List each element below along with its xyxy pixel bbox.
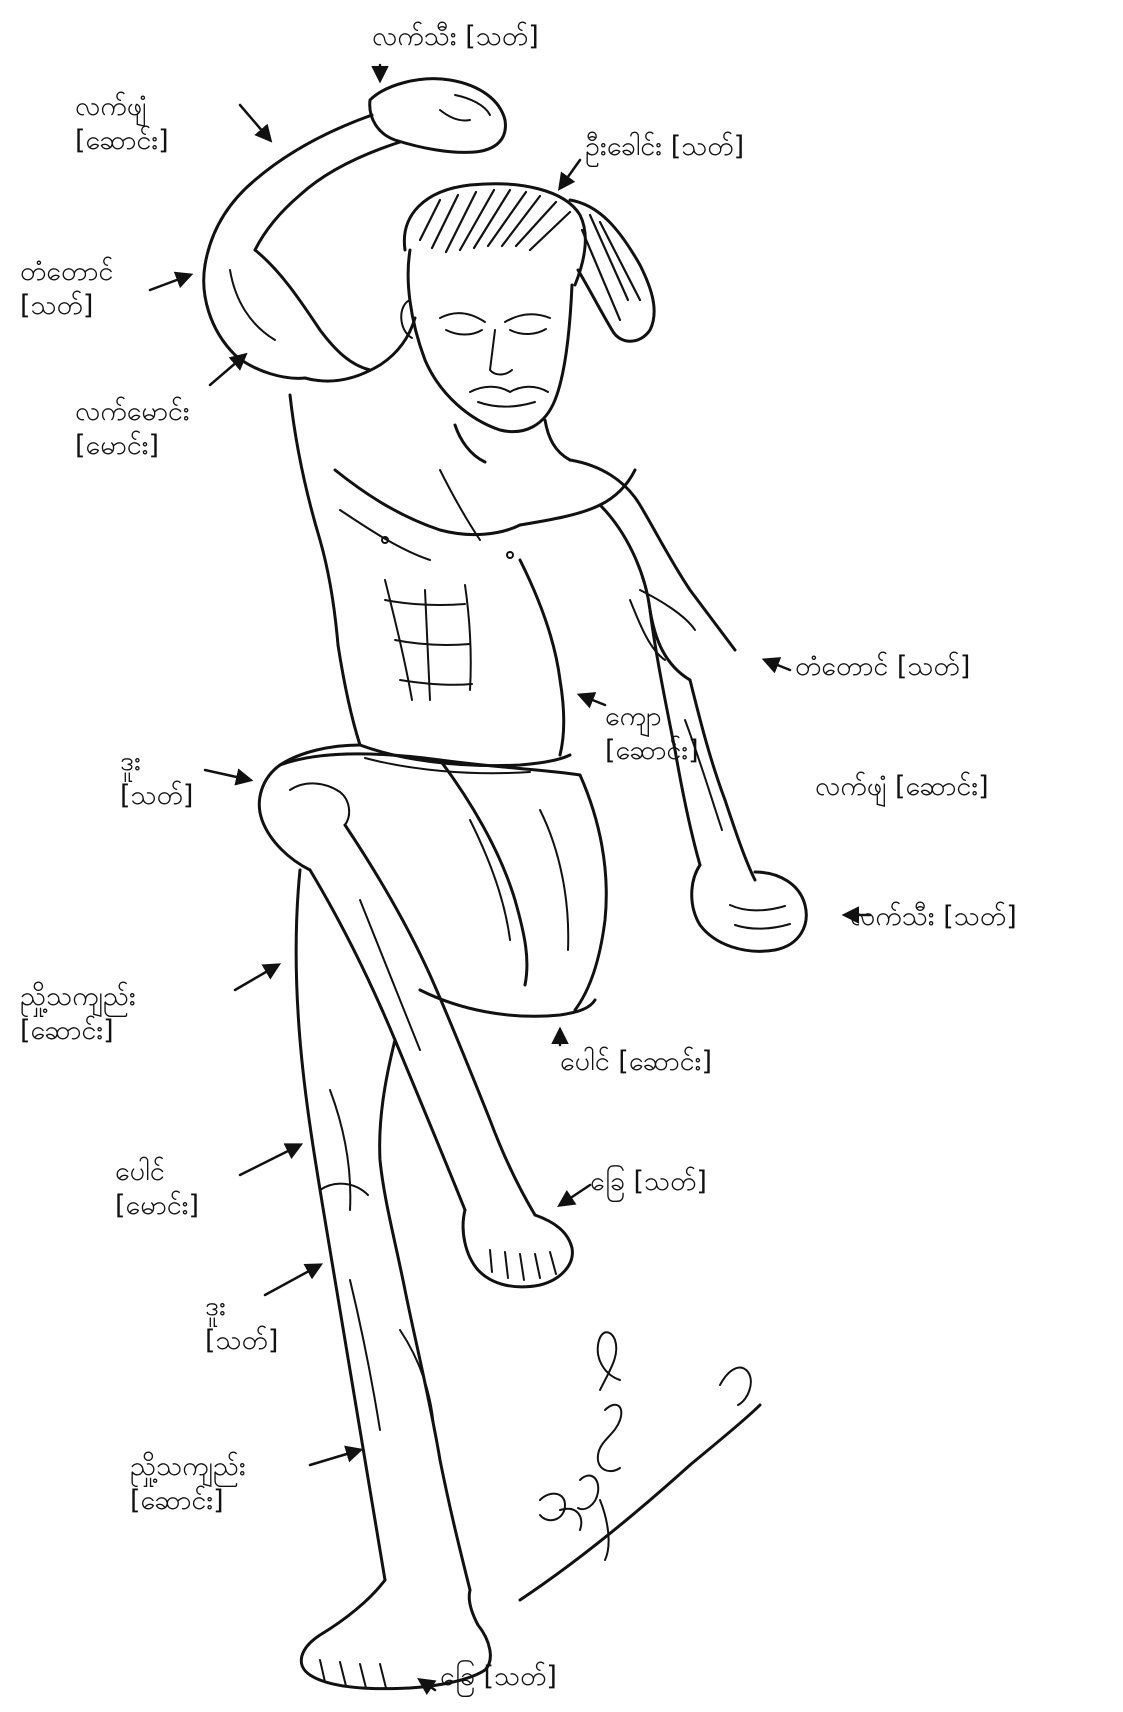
label-forearm-right: လက်ဖျံ [ဆောင်း] <box>815 770 989 804</box>
label-elbow-right: တံတောင် [သတ်] <box>795 650 970 684</box>
label-upper-arm-left: လက်မောင်း [မောင်း] <box>75 395 190 463</box>
label-shin-lower: ညှို့သကျည်း [ဆောင်း] <box>130 1450 246 1518</box>
head <box>401 184 654 432</box>
raised-leg <box>259 745 606 1287</box>
label-head: ဦးခေါင်း [သတ်] <box>585 130 744 164</box>
label-shin-upper: ညှို့သကျည်း [ဆောင်း] <box>20 980 136 1048</box>
label-fist-top: လက်သီး [သတ်] <box>372 20 539 54</box>
label-knee-left: ဒူး [သတ်] <box>120 745 193 813</box>
label-shoulder-left: တံတောင် [သတ်] <box>20 255 113 323</box>
label-foot-ground: ခြေ [သတ်] <box>440 1660 557 1694</box>
signature <box>520 1332 760 1600</box>
label-elbow-top: လက်ဖျံ [ဆောင်း] <box>75 90 169 158</box>
standing-leg <box>296 870 490 1689</box>
raised-arm <box>204 79 506 645</box>
label-back: ကျော [ဆောင်း] <box>605 700 699 768</box>
label-thigh-right: ပေါင် [ဆောင်း] <box>560 1045 712 1079</box>
label-thigh-left: ပေါင် [မောင်း] <box>115 1155 199 1223</box>
label-fist-right: လက်သီး [သတ်] <box>850 900 1017 934</box>
label-foot-raised: ခြေ [သတ်] <box>590 1165 707 1199</box>
label-knee-lower: ဒူး [သတ်] <box>205 1290 278 1358</box>
